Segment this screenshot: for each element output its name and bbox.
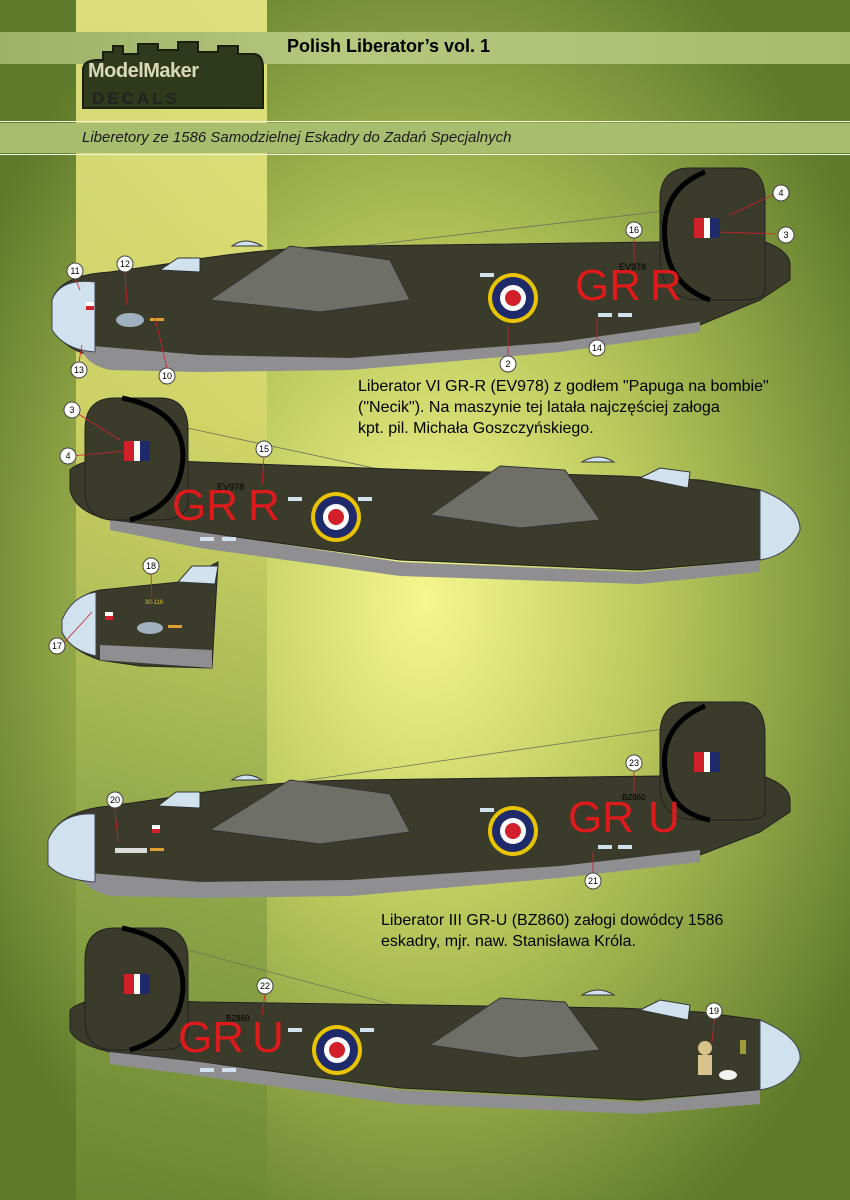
aircraft-bz860-left-profile: GR U BZ860 <box>47 701 791 898</box>
svg-text:11: 11 <box>70 266 79 276</box>
callouts: 2 3 4 10 11 12 13 14 15 16 17 18 19 20 2… <box>48 184 795 1043</box>
aircraft-ev978-right-profile: GR R EV978 <box>69 395 801 584</box>
svg-text:20: 20 <box>110 795 120 805</box>
serial-bz860: BZ860 <box>226 1014 250 1023</box>
svg-text:3: 3 <box>783 230 788 240</box>
code-gr: GR <box>568 793 634 842</box>
svg-text:14: 14 <box>592 343 602 353</box>
code-gr: GR <box>575 261 641 310</box>
aircraft-ev978-left-profile: GR R EV978 <box>51 167 791 372</box>
caption-ev978-line3: kpt. pil. Michała Goszczyńskiego. <box>358 420 594 437</box>
serial-ev978: EV978 <box>217 482 244 492</box>
page-title: Polish Liberator’s vol. 1 <box>287 36 491 56</box>
svg-text:17: 17 <box>52 641 62 651</box>
caption-ev978-line1: Liberator VI GR-R (EV978) z godłem "Papu… <box>358 378 769 395</box>
code-r: R <box>248 481 280 530</box>
divider <box>0 154 850 155</box>
aircraft-bz860-right-profile: GR U BZ860 <box>69 925 801 1114</box>
svg-text:12: 12 <box>120 259 130 269</box>
code-u: U <box>648 793 680 842</box>
svg-text:15: 15 <box>259 444 269 454</box>
code-r: R <box>650 261 682 310</box>
svg-text:23: 23 <box>629 758 639 768</box>
page-subtitle: Liberetory ze 1586 Samodzielnej Eskadry … <box>82 129 512 146</box>
code-gr: GR <box>178 1013 244 1062</box>
svg-text:3: 3 <box>69 405 74 415</box>
caption-ev978-line2: ("Necik"). Na maszynie tej latała najczę… <box>358 399 720 416</box>
svg-text:10: 10 <box>162 371 172 381</box>
svg-text:13: 13 <box>74 365 84 375</box>
nose-detail: 30-116 <box>61 561 219 669</box>
code-gr: GR <box>172 481 238 530</box>
logo-text-modelmaker: ModelMaker <box>88 60 199 82</box>
serial-bz860: BZ860 <box>622 793 646 802</box>
svg-text:4: 4 <box>65 451 70 461</box>
svg-text:4: 4 <box>778 188 783 198</box>
subtitle-bar <box>0 123 850 153</box>
svg-text:22: 22 <box>260 981 270 991</box>
modelmaker-logo <box>82 41 264 109</box>
divider <box>0 121 850 122</box>
svg-text:21: 21 <box>588 876 598 886</box>
code-u: U <box>252 1013 284 1062</box>
svg-text:19: 19 <box>709 1006 719 1016</box>
logo-text-decals: DECALS <box>92 89 180 108</box>
serial-ev978: EV978 <box>619 262 646 272</box>
svg-text:2: 2 <box>505 359 510 369</box>
serial-detail: 30-116 <box>145 600 164 606</box>
svg-text:18: 18 <box>146 561 156 571</box>
svg-text:16: 16 <box>629 225 639 235</box>
caption-bz860-line2: eskadry, mjr. naw. Stanisława Króla. <box>381 933 636 950</box>
caption-bz860-line1: Liberator III GR-U (BZ860) załogi dowódc… <box>381 912 724 929</box>
